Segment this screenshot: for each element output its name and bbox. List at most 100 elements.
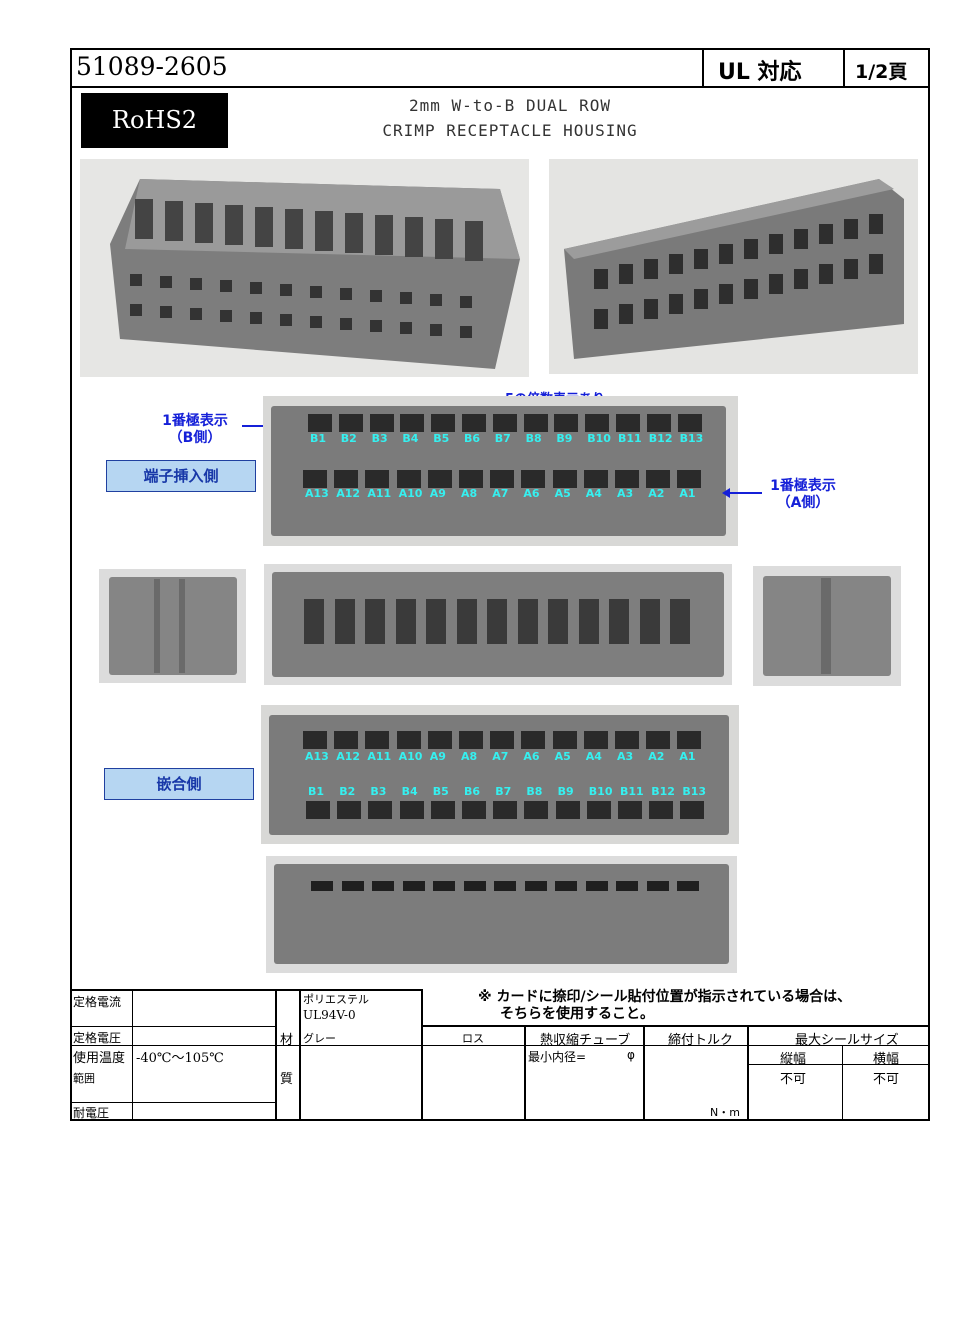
- pin-label: A1: [679, 487, 696, 500]
- rated-voltage-label: 定格電圧: [73, 1031, 122, 1045]
- cavity: [334, 470, 359, 488]
- photo-side-right: [753, 566, 901, 686]
- slot: [456, 599, 477, 644]
- slot: [494, 881, 516, 891]
- note-line1: ※ カードに捺印/シール貼付位置が指示されている場合は、: [478, 989, 852, 1005]
- temp-range-label: 範囲: [73, 1072, 95, 1085]
- cavity: [308, 414, 332, 432]
- cavity: [431, 414, 456, 432]
- cavity: [400, 414, 425, 432]
- pin-label: B8: [525, 432, 542, 445]
- material-line1: ポリエステル: [303, 993, 369, 1006]
- slot: [463, 881, 486, 891]
- slot: [548, 599, 568, 644]
- pin-label: B1: [308, 785, 325, 798]
- pin-label: A7: [492, 750, 509, 763]
- pin-label: A9: [429, 487, 446, 500]
- cavity: [552, 470, 577, 488]
- photo-top-view: [264, 564, 732, 685]
- slot: [304, 599, 324, 644]
- rohs-badge: RoHS2: [81, 93, 228, 148]
- product-title-line2: CRIMP RECEPTACLE HOUSING: [382, 121, 638, 140]
- pin-label: B2: [339, 785, 356, 798]
- pin-label: A13: [305, 487, 329, 500]
- cavity: [616, 414, 640, 432]
- cavity: [430, 801, 455, 819]
- slot: [402, 881, 425, 891]
- cavity: [459, 470, 483, 488]
- cavity: [338, 414, 363, 432]
- pin-label: B4: [402, 432, 419, 445]
- cavity: [555, 801, 580, 819]
- cavity: [306, 801, 330, 819]
- pin-label: B8: [526, 785, 543, 798]
- photo-angled-right: [549, 159, 918, 374]
- loss-label: ロス: [462, 1032, 484, 1045]
- slot: [426, 599, 446, 644]
- pin-label: B13: [682, 785, 707, 798]
- pin-label: B10: [587, 432, 611, 445]
- pin-label: A11: [367, 487, 392, 500]
- withstand-voltage-label: 耐電圧: [73, 1106, 110, 1120]
- height-label: 縦幅: [780, 1052, 807, 1067]
- cavity: [680, 801, 705, 819]
- pin-label: B12: [651, 785, 675, 798]
- cavity: [523, 414, 548, 432]
- cavity: [396, 470, 421, 488]
- cavity: [583, 470, 608, 488]
- slot: [433, 881, 455, 891]
- pin-label: A2: [648, 487, 665, 500]
- header-sep-2: [843, 48, 845, 87]
- pin-label: A10: [398, 750, 423, 763]
- slot: [609, 599, 629, 644]
- pin-label: B5: [433, 432, 450, 445]
- cavity: [462, 801, 486, 819]
- slot: [555, 881, 577, 891]
- phi-symbol: φ: [627, 1048, 635, 1062]
- pin1-b-label-line1: 1番極表示: [162, 413, 228, 429]
- product-title-line1: 2mm W-to-B DUAL ROW: [408, 96, 612, 115]
- rated-current-label: 定格電流: [73, 995, 122, 1009]
- cavity: [554, 414, 579, 432]
- pin-label: B7: [494, 432, 511, 445]
- pin-label: B11: [618, 432, 642, 445]
- cavity: [646, 470, 671, 488]
- cavity: [369, 414, 394, 432]
- pin-label: B7: [495, 785, 512, 798]
- max-seal-label: 最大シールサイズ: [795, 1033, 899, 1048]
- pin-label: A4: [585, 487, 602, 500]
- slot: [578, 599, 599, 644]
- cavity: [334, 731, 359, 749]
- cavity: [427, 470, 452, 488]
- pin-label: A7: [492, 487, 509, 500]
- pin-label: A9: [429, 750, 446, 763]
- cavity: [649, 801, 674, 819]
- pin-label: A2: [648, 750, 665, 763]
- part-number: 51089-2605: [76, 52, 228, 81]
- ul-compliance: UL 対応: [718, 60, 802, 85]
- cavity: [303, 470, 327, 488]
- cavity: [524, 801, 549, 819]
- cavity: [493, 801, 518, 819]
- width-value: 不可: [873, 1072, 900, 1087]
- slot: [524, 881, 547, 891]
- cavity: [365, 731, 390, 749]
- pin-label: B6: [464, 785, 481, 798]
- slot: [487, 599, 507, 644]
- torque-label: 締付トルク: [668, 1033, 734, 1048]
- material-line2: UL94V-0: [303, 1008, 356, 1022]
- slot: [677, 881, 699, 891]
- pin-label: B2: [340, 432, 357, 445]
- height-value: 不可: [780, 1072, 807, 1087]
- material-label-1: 材: [280, 1033, 294, 1048]
- cavity: [646, 731, 671, 749]
- cavity: [368, 801, 393, 819]
- slot: [646, 881, 669, 891]
- temp-value: -40℃～105℃: [136, 1051, 224, 1066]
- pin-label: A3: [617, 487, 634, 500]
- pin-label: A3: [617, 750, 634, 763]
- cavity: [492, 414, 517, 432]
- pin-label: A10: [398, 487, 423, 500]
- slot: [585, 881, 608, 891]
